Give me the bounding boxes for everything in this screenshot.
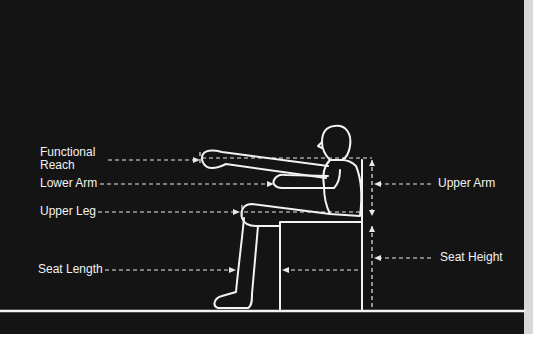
dimension-label: Seat Length bbox=[36, 263, 105, 276]
dimension-label: Upper Arm bbox=[436, 177, 497, 190]
dimension-label: Lower Arm bbox=[38, 177, 99, 190]
dimension-label: Upper Leg bbox=[38, 205, 98, 218]
dimension-label: Seat Height bbox=[438, 251, 505, 264]
dimension-label: Functional Reach bbox=[38, 146, 104, 172]
